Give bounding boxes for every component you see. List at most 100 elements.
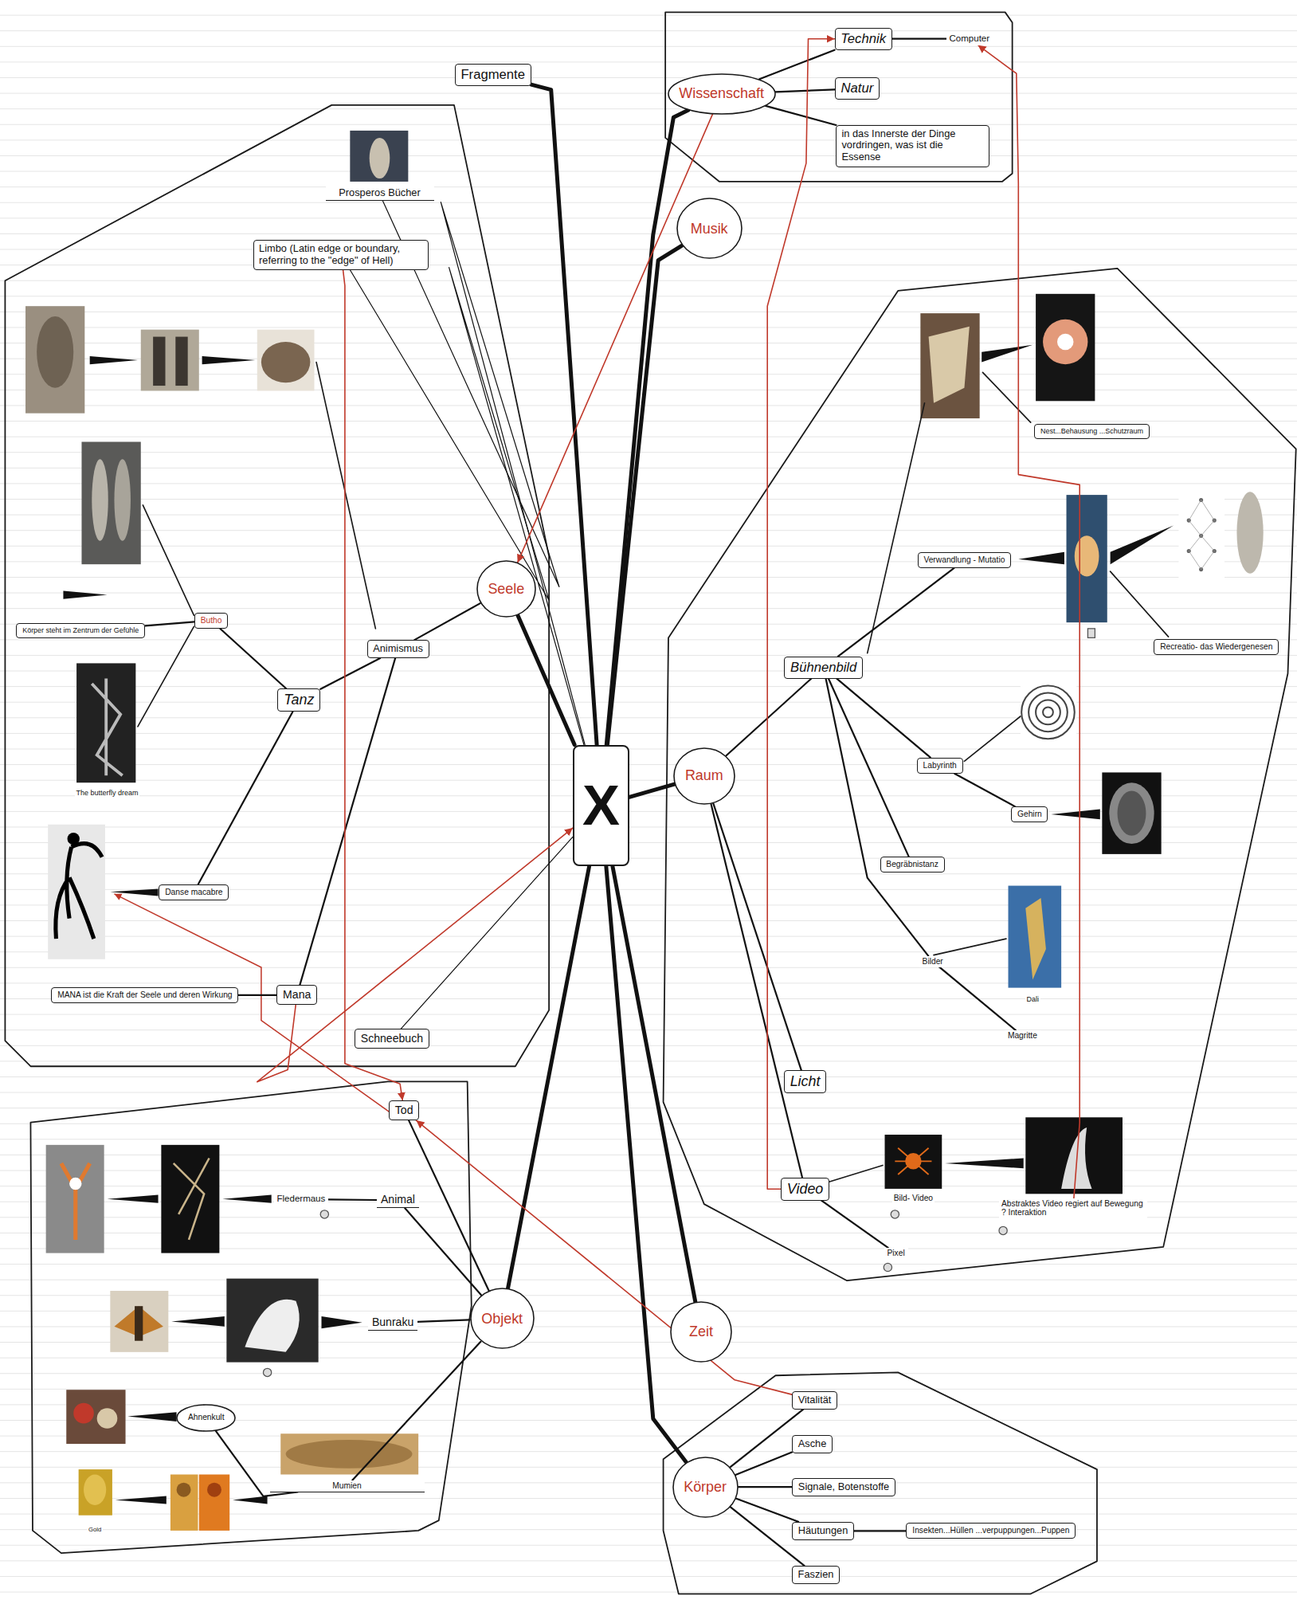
node-text: Danse macabre [164,887,224,898]
topic-box: Nest...Behausung ...Schutzraum [1034,423,1150,439]
photo [1074,535,1100,577]
branch-connector [765,105,836,126]
node-text: X [582,772,620,838]
photo [73,1402,95,1424]
branch-connector [517,615,575,745]
node-text: MANA ist die Kraft der Seele und deren W… [56,990,233,1000]
photo [261,341,310,383]
photo [1178,489,1225,582]
node-text: Bunraku [371,1315,415,1329]
node-text: Tanz [282,691,315,709]
ellipse-outline [677,198,742,259]
node-text: Fragmente [460,66,526,83]
node-text: Natur [840,80,874,96]
node-text: Bühnenbild [789,659,858,675]
topic-box: Licht [783,1069,827,1094]
node-text: Zeit [689,1323,714,1341]
ellipse-outline [470,1288,534,1348]
branch-connector [350,267,584,745]
topic-box: Häutungen [791,1521,855,1540]
icon [320,1210,329,1219]
topic-box: Technik [834,27,893,51]
plain-label: Bilder [919,956,947,968]
cross-link-arrow [517,113,714,563]
photo [176,1482,192,1497]
branch-line [1110,571,1169,637]
photo [199,1473,230,1530]
branch-connector [383,200,586,745]
branch-line [867,403,925,654]
wedge [106,1195,158,1203]
branch-connector [531,84,597,745]
node-text: Ahnenkult [188,1412,225,1423]
underlined-label: Bunraku [368,1314,418,1331]
photo [91,678,122,776]
photo [1236,491,1263,573]
photo [66,1389,126,1444]
node-text: Magritte [1007,1030,1039,1041]
topic-box: Recreatio- das Wiedergenesen [1153,638,1279,655]
branch-line [829,1164,883,1181]
cross-link-arrow [767,39,835,1190]
branch-connector [198,711,294,884]
branch-connector [417,1319,471,1321]
branch-connector [828,678,910,857]
icon [262,1367,271,1376]
photo [1021,685,1075,740]
photo [1057,333,1074,350]
cross-link-arrow [343,270,404,1101]
branch-connector [939,967,1016,1031]
node-text: Recreatio- das Wiedergenesen [1159,642,1274,652]
node-text: Asche [797,1438,827,1450]
node-text: Begräbnistanz [885,859,940,870]
photo [920,313,980,419]
node-text: Animal [380,1192,416,1206]
photo [170,1473,199,1530]
branch-connector [738,1485,792,1488]
branch-connector [954,773,1015,807]
branch-connector [726,678,812,757]
topic-box: Gehirn [1010,806,1048,823]
branch-connector [219,628,287,689]
node-text: Raum [685,767,724,784]
photo [226,1278,318,1363]
caption: Gold [86,1526,103,1534]
icon [883,1262,892,1271]
icon [262,628,1095,1377]
branch-connector [735,1452,792,1475]
node-text: Labyrinth [922,760,958,771]
photo [1035,293,1095,401]
branch-connector [775,89,835,92]
topic-box: Limbo (Latin edge or boundary, referring… [253,239,429,271]
wedge [1018,552,1065,565]
central-box: X [572,744,630,866]
photo [1187,497,1217,572]
node-text: Mana [282,987,312,1001]
branch-connector [414,603,481,640]
branch-connector [821,1200,889,1248]
wedge [944,1157,1024,1168]
node-text: Tod [394,1103,414,1117]
node-text: Seele [487,580,525,598]
node-text: Signale, Botenstoffe [797,1481,890,1493]
node-text: Abstraktes Video regiert auf Bewegung ? … [1001,1199,1145,1219]
topic-box: Signale, Botenstoffe [791,1477,896,1497]
cross-link-arrow [978,45,1081,1199]
node-text: Fledermaus [276,1193,326,1204]
plain-label: Abstraktes Video regiert auf Bewegung ? … [999,1198,1148,1219]
photo [173,1157,210,1239]
photo [885,1134,943,1189]
region-outline [4,105,549,1066]
branch-line [933,938,1007,955]
node-text: Verwandlung - Mutatio [923,555,1006,565]
wedge [232,1495,268,1504]
node-text: Prosperos Bücher [329,187,432,200]
topic-ellipse: Objekt [470,1287,535,1349]
photo [175,336,188,386]
topic-ellipse: Musik [676,197,743,259]
photo [1042,319,1088,365]
icon [890,1210,899,1219]
photo [69,1177,82,1190]
